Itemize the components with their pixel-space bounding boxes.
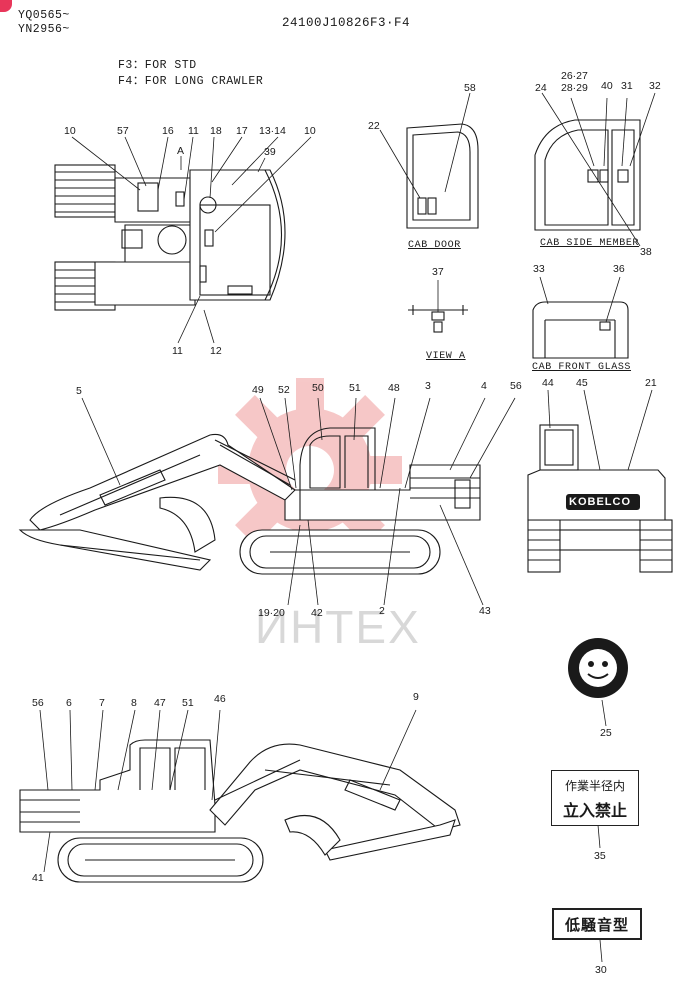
caption-cab-side-member: CAB SIDE MEMBER	[540, 238, 640, 249]
serial-range-2: YN2956~	[18, 23, 70, 36]
callout-rear-45: 45	[576, 377, 588, 389]
work-radius-sign: 作業半径内 立入禁止	[551, 770, 639, 826]
callout-35: 35	[594, 850, 606, 862]
callout-main-50: 50	[312, 382, 324, 394]
callout-front-33: 33	[533, 263, 545, 275]
callout-top-10a: 10	[64, 125, 76, 137]
note-f4: F4：FOR LONG CRAWLER	[118, 75, 264, 88]
callout-top-18: 18	[210, 125, 222, 137]
callout-bottom-51: 51	[182, 697, 194, 709]
corner-marker	[0, 0, 12, 12]
serial-range-1: YQ0565~	[18, 9, 70, 22]
callout-top-16: 16	[162, 125, 174, 137]
callout-top-10b: 10	[304, 125, 316, 137]
callout-bottom-46: 46	[214, 693, 226, 705]
callout-main-4: 4	[481, 380, 487, 392]
work-radius-line2: 立入禁止	[562, 801, 627, 820]
callout-bottom-6: 6	[66, 697, 72, 709]
callout-top-57: 57	[117, 125, 129, 137]
callout-main-52: 52	[278, 384, 290, 396]
callout-bottom-47: 47	[154, 697, 166, 709]
callout-view-37: 37	[432, 266, 444, 278]
callout-side-40: 40	[601, 80, 613, 92]
callout-front-36: 36	[613, 263, 625, 275]
callout-top-11b: 11	[172, 345, 183, 357]
top-view-drawing	[54, 136, 312, 344]
callout-top-11a: 11	[188, 125, 199, 137]
callout-main-3: 3	[425, 380, 431, 392]
callout-top-39: 39	[264, 146, 276, 158]
callout-top-13-14: 13·14	[259, 125, 286, 137]
cab-side-drawing	[534, 92, 656, 247]
callout-25: 25	[600, 727, 612, 739]
callout-main-19-20: 19·20	[258, 607, 285, 619]
callout-bottom-7: 7	[99, 697, 105, 709]
callout-bottom-56: 56	[32, 697, 44, 709]
callout-top-17: 17	[236, 125, 248, 137]
caption-cab-door: CAB DOOR	[408, 240, 461, 251]
part-number: 24100J10826F3·F4	[282, 16, 411, 30]
callout-main-48: 48	[388, 382, 400, 394]
callout-bottom-8: 8	[131, 697, 137, 709]
view-a-drawing	[408, 280, 468, 333]
rear-view-drawing	[527, 389, 673, 573]
decal-25-drawing	[568, 638, 628, 727]
callout-main-51: 51	[349, 382, 361, 394]
callout-30: 30	[595, 964, 607, 976]
callout-cab-58: 58	[464, 82, 476, 94]
watermark-text: ИНТЕХ	[255, 601, 421, 653]
main-side-drawing	[18, 397, 516, 606]
cab-front-drawing	[532, 276, 629, 359]
cab-door-drawing	[379, 92, 479, 229]
callout-main-2: 2	[379, 605, 385, 617]
leader-35	[597, 824, 601, 849]
caption-view-a: VIEW A	[426, 351, 466, 362]
callout-side-38: 38	[640, 246, 652, 258]
view-a-marker: A	[177, 145, 185, 157]
callout-main-42: 42	[311, 607, 323, 619]
callout-side-32: 32	[649, 80, 661, 92]
note-f3: F3：FOR STD	[118, 59, 197, 72]
bottom-side-drawing	[19, 709, 461, 883]
low-noise-label: 低騒音型	[564, 916, 629, 934]
callout-cab-22: 22	[368, 120, 380, 132]
caption-cab-front-glass: CAB FRONT GLASS	[532, 362, 632, 373]
callout-side-24: 24	[535, 82, 547, 94]
callout-main-5: 5	[76, 385, 82, 397]
callout-side-28-29: 28·29	[561, 82, 588, 94]
brand-plate: KOBELCO	[569, 496, 631, 508]
leader-30	[599, 939, 603, 963]
callout-bottom-9: 9	[413, 691, 419, 703]
callout-top-12: 12	[210, 345, 222, 357]
callout-rear-21: 21	[645, 377, 657, 389]
callout-bottom-41: 41	[32, 872, 44, 884]
callout-rear-44: 44	[542, 377, 554, 389]
low-noise-sign: 低騒音型	[552, 908, 642, 940]
callout-side-26-27: 26·27	[561, 70, 588, 82]
callout-main-43: 43	[479, 605, 491, 617]
callout-main-56: 56	[510, 380, 522, 392]
callout-side-31: 31	[621, 80, 633, 92]
work-radius-line1: 作業半径内	[564, 779, 625, 793]
callout-main-49: 49	[252, 384, 264, 396]
